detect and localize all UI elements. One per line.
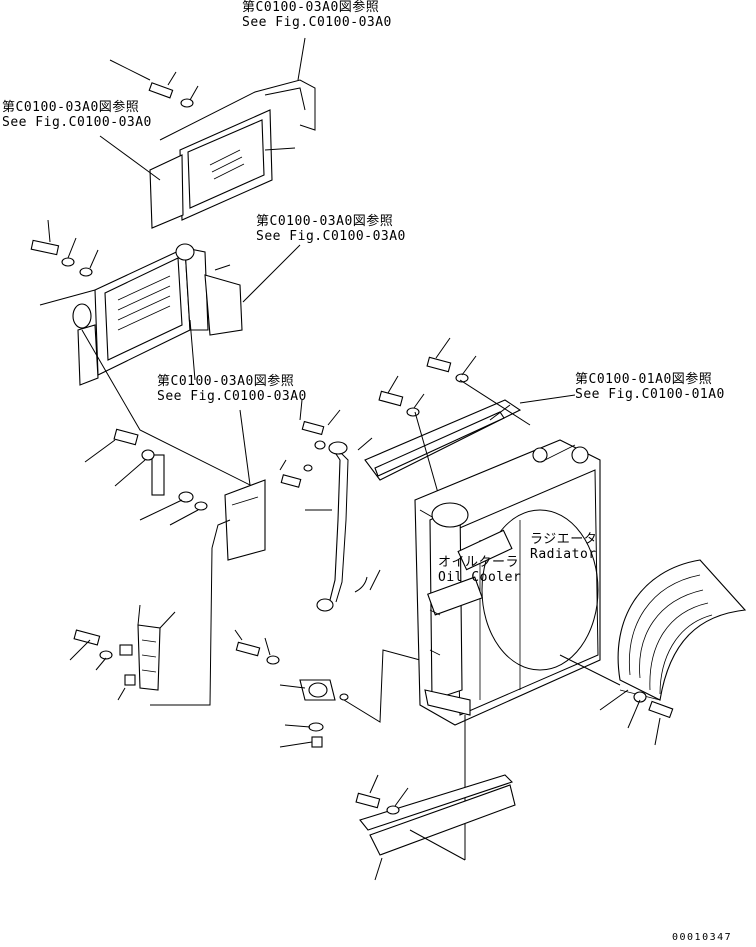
ref-label-left-upper: 第C0100-03A0図参照 See Fig.C0100-03A0 (2, 100, 152, 130)
top-bracket (364, 356, 522, 481)
ref-label-mid-jp: 第C0100-03A0図参照 (157, 374, 295, 389)
ref-label-right: 第C0100-01A0図参照 See Fig.C0100-01A0 (575, 372, 725, 402)
undercover-plate (355, 774, 516, 856)
oil-cooler-label: オイルクーラ Oil Cooler (438, 555, 521, 585)
radiator-label: ラジエータ Radiator (530, 532, 597, 562)
drain-valve (235, 641, 349, 748)
ref-label-mid-upper-jp: 第C0100-03A0図参照 (256, 214, 394, 229)
ref-label-right-en: See Fig.C0100-01A0 (575, 387, 725, 402)
drawing-id: 00010347 (672, 932, 733, 943)
oil-cooler-label-jp: オイルクーラ (438, 555, 520, 570)
oil-cooler-label-en: Oil Cooler (438, 570, 522, 585)
aftercooler-bolts (30, 219, 99, 277)
radiator-label-jp: ラジエータ (530, 532, 598, 547)
ref-label-mid: 第C0100-03A0図参照 See Fig.C0100-03A0 (157, 374, 307, 404)
cover-panel (149, 79, 316, 229)
fan-guard (617, 559, 747, 719)
aftercooler-core (72, 243, 243, 386)
ref-label-top: 第C0100-03A0図参照 See Fig.C0100-03A0 (242, 0, 392, 30)
ref-label-mid-upper: 第C0100-03A0図参照 See Fig.C0100-03A0 (256, 214, 406, 244)
ref-label-mid-upper-en: See Fig.C0100-03A0 (256, 229, 406, 244)
oil-pipe (280, 420, 368, 612)
ref-label-mid-en: See Fig.C0100-03A0 (157, 389, 307, 404)
ref-label-left-upper-jp: 第C0100-03A0図参照 (2, 100, 140, 115)
oil-cooler-block (73, 624, 161, 691)
radiator-body (414, 439, 601, 726)
radiator-label-en: Radiator (530, 547, 597, 562)
ref-label-top-en: See Fig.C0100-03A0 (242, 15, 392, 30)
ref-label-right-jp: 第C0100-01A0図参照 (575, 372, 713, 387)
bracket-assembly (113, 428, 266, 561)
ref-label-left-upper-en: See Fig.C0100-03A0 (2, 115, 152, 130)
cover-bolts (148, 71, 199, 108)
ref-label-top-jp: 第C0100-03A0図参照 (242, 0, 380, 15)
